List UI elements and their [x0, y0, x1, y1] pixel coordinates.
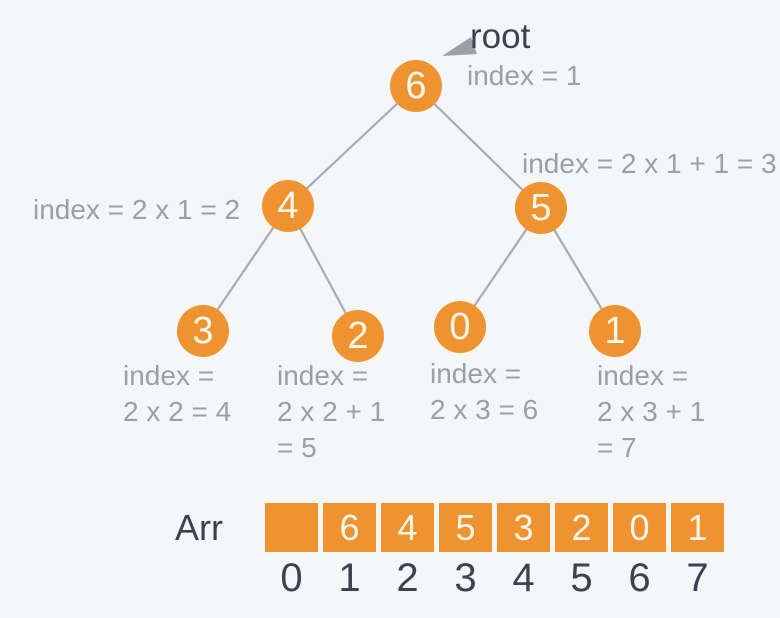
- root-pointer-label: root: [470, 17, 531, 56]
- tree-node-1: 1: [589, 305, 641, 357]
- array-name-label: Arr: [175, 507, 223, 548]
- index-label-line: 2 x 2 + 1: [277, 396, 386, 427]
- index-label-line: = 7: [597, 432, 637, 463]
- array-cell-3: 5: [439, 503, 492, 552]
- tree-node-2: 2: [332, 310, 384, 362]
- index-label-line: index =: [123, 360, 215, 391]
- array-index-1: 1: [338, 556, 361, 600]
- array-cell-5: 2: [555, 503, 608, 552]
- tree-node-5: 5: [515, 182, 567, 234]
- index-label-root: index = 1: [467, 60, 582, 91]
- index-label-line: 2 x 3 + 1: [597, 396, 706, 427]
- index-label-node-2: index = 2 x 2 + 1 = 5: [277, 358, 385, 466]
- array-index-5: 5: [570, 556, 593, 600]
- array-index-2: 2: [396, 556, 419, 600]
- array-index-4: 4: [512, 556, 535, 600]
- index-label-node-0: index = 2 x 3 = 6: [430, 356, 538, 428]
- array-cell-2: 4: [381, 503, 434, 552]
- edge-root-right: [415, 85, 542, 209]
- tree-node-0: 0: [434, 301, 486, 353]
- tree-node-3: 3: [177, 305, 229, 357]
- index-label-line: 2 x 2 = 4: [123, 396, 232, 427]
- index-label-node-3: index = 2 x 2 = 4: [123, 358, 231, 430]
- array-cell-4: 3: [497, 503, 550, 552]
- edge-root-left: [287, 85, 417, 207]
- array-index-3: 3: [454, 556, 477, 600]
- index-label-line: index =: [277, 360, 369, 391]
- array-index-6: 6: [628, 556, 651, 600]
- array-index-7: 7: [686, 556, 709, 600]
- index-label-node-1: index = 2 x 3 + 1 = 7: [597, 358, 705, 466]
- tree-node-6: 6: [390, 60, 442, 112]
- index-label-line: 2 x 3 = 6: [430, 394, 539, 425]
- index-label-line: index =: [597, 360, 689, 391]
- index-label-node-5: index = 2 x 1 + 1 = 3: [522, 148, 777, 179]
- array-indices-row: 0 1 2 3 4 5 6 7: [265, 557, 724, 599]
- array-cell-1: 6: [323, 503, 376, 552]
- array-cells-row: 6 4 5 3 2 0 1: [265, 503, 724, 552]
- root-pointer-arrow-icon: [442, 37, 477, 56]
- index-label-line: index =: [430, 358, 522, 389]
- array-cell-6: 0: [613, 503, 666, 552]
- array-index-0: 0: [280, 556, 303, 600]
- array-cell-7: 1: [671, 503, 724, 552]
- index-label-node-4: index = 2 x 1 = 2: [33, 194, 241, 225]
- array-cell-0: [265, 503, 318, 552]
- tree-node-4: 4: [262, 180, 314, 232]
- index-label-line: = 5: [277, 432, 317, 463]
